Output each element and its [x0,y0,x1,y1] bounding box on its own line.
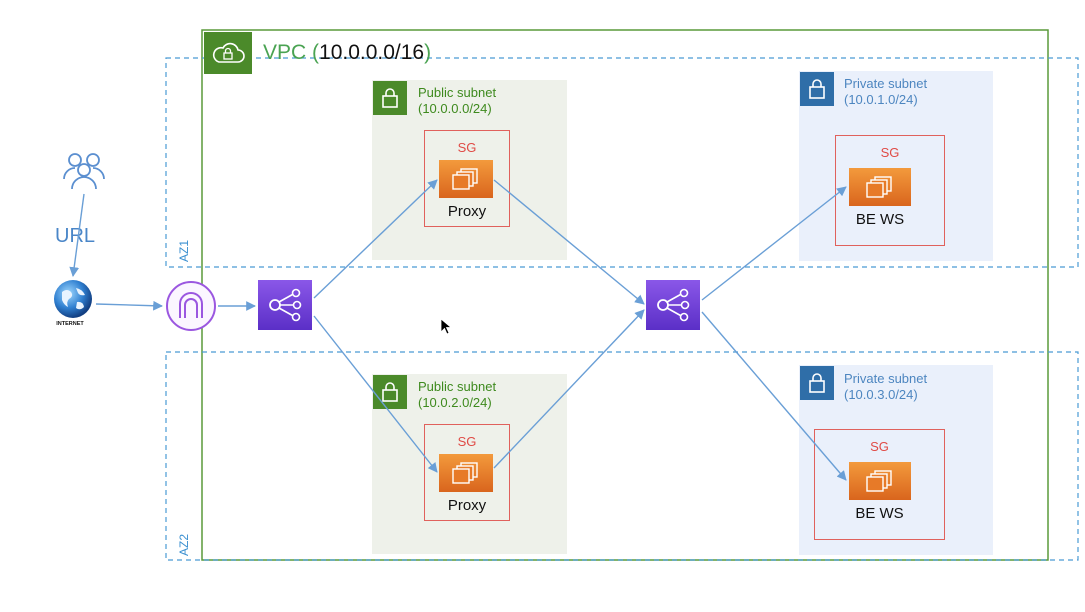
public-subnet-1-sg: SG Proxy [424,130,510,227]
lock-icon [382,88,398,108]
private-subnet-1-name: Private subnet [844,76,928,91]
load-balancer-icon [657,288,690,322]
public-subnet-2-name: Public subnet [418,379,497,394]
private-subnet-1-sg: SG BE WS [835,135,945,246]
az1-label: AZ1 [177,239,191,262]
private-subnet-2-sg: SG BE WS [814,429,945,540]
load-balancer-internal [646,280,700,330]
private-subnet-1-lock-icon [800,72,834,106]
proxy-2-ec2-icon [439,454,493,492]
private-subnet-1-cidr: (10.0.1.0/24) [844,92,918,107]
ec2-instance-icon [866,176,892,198]
lock-icon [809,373,825,393]
url-label: URL [55,225,96,247]
vpc-title-prefix: VPC ( [263,41,320,64]
ec2-instance-icon [866,470,892,492]
public-subnet-2-lock-icon [373,375,407,409]
proxy-2-label: Proxy [447,497,487,514]
proxy-1-label: Proxy [447,203,487,220]
vpc-header-icon [204,32,252,74]
sg-label: SG [457,140,477,155]
be-ws-2-label: BE WS [855,505,904,522]
be-ws-2-ec2-icon [849,462,911,500]
public-subnet-2-sg: SG Proxy [424,424,510,521]
sg-label: SG [870,439,889,454]
ec2-instance-icon [452,462,478,484]
sg-label: SG [457,434,477,449]
public-subnet-1-title: Public subnet (10.0.0.0/24) [418,85,496,117]
public-subnet-1-lock-icon [373,81,407,115]
public-subnet-1-cidr: (10.0.0.0/24) [418,101,492,116]
ec2-instance-icon [452,168,478,190]
lock-icon [382,382,398,402]
internet-label: INTERNET [56,321,84,327]
sg-label: SG [880,145,900,160]
private-subnet-1-title: Private subnet (10.0.1.0/24) [844,76,927,108]
private-subnet-2-title: Private subnet (10.0.3.0/24) [844,371,927,403]
public-subnet-2-cidr: (10.0.2.0/24) [418,395,492,410]
mouse-cursor-icon [440,318,452,335]
vpc-title-suffix: ) [424,41,432,64]
az2-label: AZ2 [177,533,191,556]
proxy-1-ec2-icon [439,160,493,198]
be-ws-1-ec2-icon [849,168,911,206]
private-subnet-2-name: Private subnet [844,371,928,386]
private-subnet-2-cidr: (10.0.3.0/24) [844,387,918,402]
cloud-lock-icon [212,42,245,63]
load-balancer-icon [269,288,302,322]
az2-boundary [165,351,1079,561]
vpc-cidr: 10.0.0.0/16 [319,41,425,64]
lock-icon [809,79,825,99]
load-balancer-public [258,280,312,330]
private-subnet-2-lock-icon [800,366,834,400]
public-subnet-1-name: Public subnet [418,85,497,100]
be-ws-1-label: BE WS [855,211,905,228]
internet-gateway-icon [166,281,216,331]
users-icon [63,153,105,190]
vpc-title: VPC (10.0.0.0/16) [263,40,431,66]
public-subnet-2-title: Public subnet (10.0.2.0/24) [418,379,496,411]
globe-icon [54,280,92,318]
